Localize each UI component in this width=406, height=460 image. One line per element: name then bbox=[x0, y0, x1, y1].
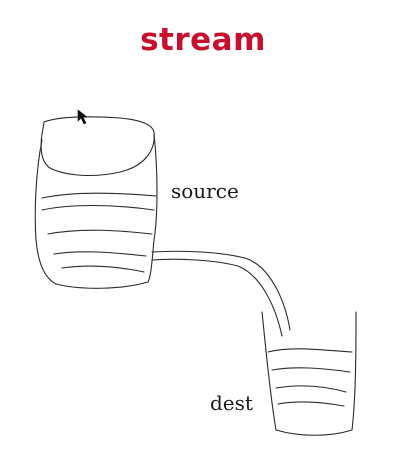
source-container bbox=[34, 116, 158, 289]
slide-title: stream bbox=[140, 22, 266, 58]
mouse-pointer-icon bbox=[77, 109, 88, 125]
dest-label: dest bbox=[210, 391, 253, 415]
dest-container bbox=[261, 311, 357, 436]
source-label: source bbox=[171, 179, 239, 203]
pipe bbox=[151, 250, 291, 337]
